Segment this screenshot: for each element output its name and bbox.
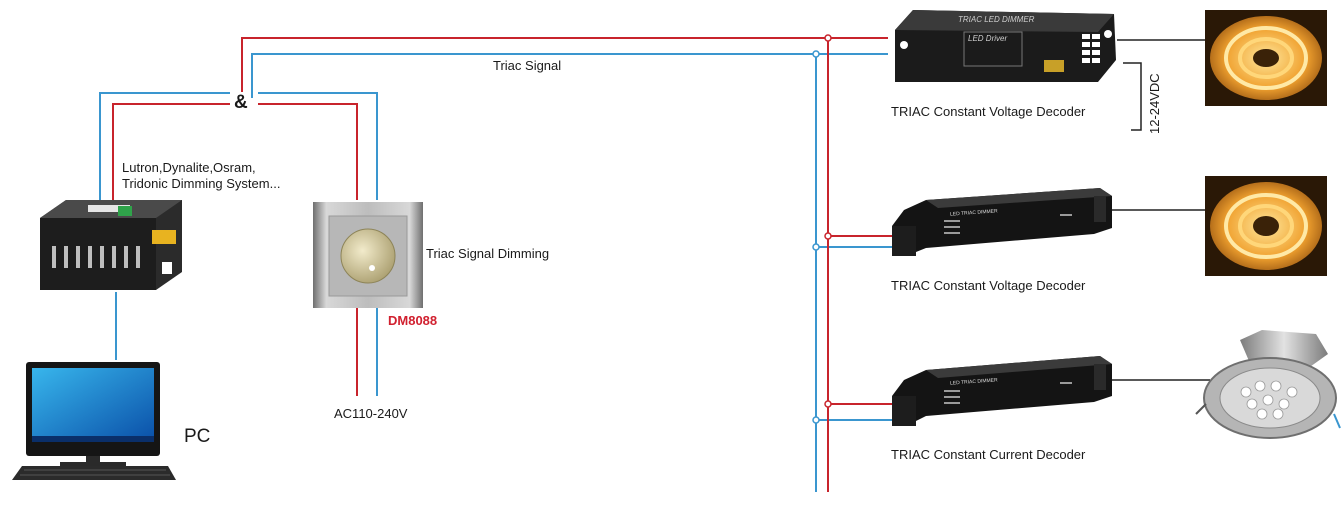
ac-input-label: AC110-240V [334, 406, 408, 421]
led-downlight-icon [1195, 330, 1341, 439]
decoder-1-label: TRIAC Constant Voltage Decoder [891, 104, 1086, 119]
device-top-title: TRIAC LED DIMMER [958, 15, 1035, 24]
decoder-3-label: TRIAC Constant Current Decoder [891, 447, 1086, 462]
signal-wires [99, 53, 892, 492]
led-driver-box-icon [892, 188, 1112, 256]
desktop-computer-icon [12, 362, 176, 480]
live-wires [112, 37, 892, 492]
dimmer-model-label: DM8088 [388, 313, 438, 328]
junction-dots [812, 34, 832, 424]
rotary-dimmer-knob-icon [313, 202, 423, 308]
and-junction-symbol: & [234, 92, 248, 113]
dimming-system-rack-icon [40, 200, 182, 290]
device-top-inner: LED Driver [968, 34, 1008, 43]
led-driver-box-icon [892, 356, 1112, 426]
dc-output-label: 12-24VDC [1147, 73, 1162, 134]
led-strip-reel-icon [1205, 10, 1327, 106]
pc-label: PC [184, 426, 211, 447]
led-strip-reel-icon [1205, 176, 1327, 276]
triac-signal-label: Triac Signal [493, 58, 562, 73]
decoder-2-label: TRIAC Constant Voltage Decoder [891, 278, 1086, 293]
triac-signal-dimming-label: Triac Signal Dimming [426, 246, 550, 261]
led-driver-box-icon [895, 10, 1116, 82]
dimming-systems-label-2: Tridonic Dimming System... [122, 176, 281, 191]
output-wires [1110, 39, 1210, 381]
dimming-systems-label-1: Lutron,Dynalite,Osram, [122, 160, 256, 175]
